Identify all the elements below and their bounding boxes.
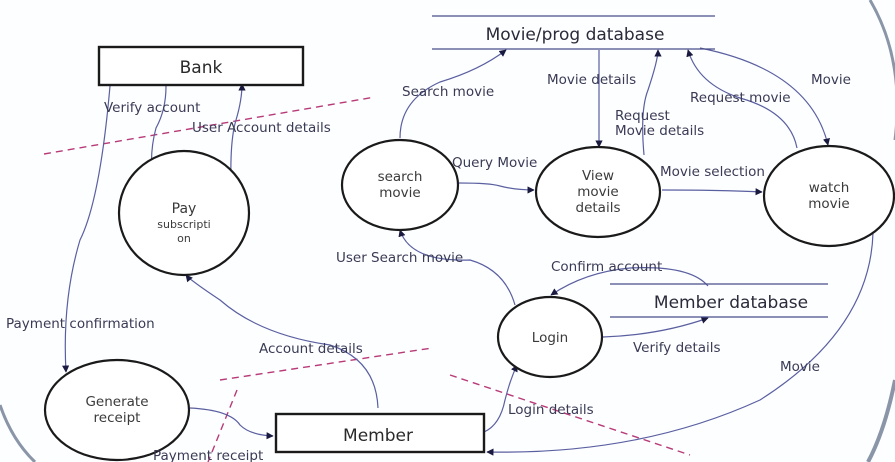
process-view-movie-details-label-line2: movie bbox=[577, 184, 618, 200]
flow-movie-to-watch bbox=[699, 47, 830, 146]
process-view-movie-details-label-line1: View bbox=[582, 168, 614, 184]
entity-member-label: Member bbox=[343, 426, 413, 446]
label-request-movie-details-line2: Movie details bbox=[615, 123, 704, 139]
flow-login-details bbox=[483, 364, 518, 433]
process-generate-receipt: Generate receipt bbox=[43, 358, 191, 462]
process-pay-subscription: Pay subscripti on bbox=[117, 149, 251, 277]
label-login-details: Login details bbox=[508, 402, 594, 418]
flow-verify-details bbox=[602, 316, 709, 338]
store-movie-db-label: Movie/prog database bbox=[486, 25, 665, 45]
boundary-line-bottom-right bbox=[449, 374, 691, 456]
process-watch-movie-label-line2: movie bbox=[808, 196, 849, 212]
label-query-movie: Query Movie bbox=[452, 155, 537, 171]
frame-arc-bottom-right bbox=[866, 379, 895, 462]
label-movie-details: Movie details bbox=[547, 72, 636, 88]
process-search-movie-label-line1: search bbox=[378, 169, 423, 185]
process-login-label: Login bbox=[532, 330, 568, 346]
boundary-line-top-left bbox=[43, 96, 376, 155]
flow-query-movie bbox=[458, 182, 535, 194]
process-watch-movie-label-line1: watch bbox=[809, 180, 850, 196]
label-verify-details: Verify details bbox=[633, 340, 721, 356]
label-movie-to-member: Movie bbox=[780, 359, 820, 375]
frame-arc-top-right bbox=[868, 0, 895, 140]
entity-bank-label: Bank bbox=[180, 58, 223, 78]
label-movie-selection: Movie selection bbox=[660, 164, 765, 180]
boundary-line-bottom-left bbox=[207, 389, 238, 462]
process-pay-subscription-label-line2: subscripti bbox=[157, 218, 210, 231]
label-movie-to-watch: Movie bbox=[811, 72, 851, 88]
process-generate-receipt-label-line1: Generate bbox=[85, 394, 148, 410]
label-request-movie: Request movie bbox=[690, 90, 791, 106]
flow-request-movie bbox=[686, 49, 798, 149]
process-view-movie-details: View movie details bbox=[534, 145, 662, 239]
process-generate-receipt-label-line2: receipt bbox=[94, 410, 141, 426]
flow-account-details bbox=[185, 274, 379, 409]
process-search-movie: search movie bbox=[340, 138, 460, 232]
label-user-search-movie: User Search movie bbox=[336, 250, 463, 266]
flow-request-movie-details bbox=[642, 49, 662, 156]
flow-search-movie bbox=[399, 49, 507, 139]
store-member-db-label: Member database bbox=[654, 293, 808, 313]
flow-movie-selection bbox=[661, 188, 763, 196]
entity-bank bbox=[97, 45, 305, 87]
flow-user-account-details bbox=[230, 83, 246, 183]
label-request-movie-details-line1: Request bbox=[615, 108, 670, 124]
flow-movie-to-member bbox=[486, 232, 874, 456]
process-search-movie-label-line2: movie bbox=[379, 185, 420, 201]
label-confirm-account: Confirm account bbox=[551, 259, 662, 275]
process-view-movie-details-label-line3: details bbox=[576, 200, 621, 216]
label-verify-account: Verify account bbox=[104, 100, 200, 116]
flow-payment-receipt bbox=[189, 407, 274, 440]
flow-user-search-movie bbox=[398, 229, 516, 306]
process-pay-subscription-label-line3: on bbox=[177, 232, 191, 245]
process-watch-movie: watch movie bbox=[762, 144, 895, 248]
frame-arc-bottom-left bbox=[0, 404, 37, 462]
entity-member bbox=[274, 412, 486, 454]
label-payment-confirmation: Payment confirmation bbox=[6, 316, 155, 332]
flow-confirm-account bbox=[550, 267, 709, 296]
label-user-account-details: User Account details bbox=[192, 120, 331, 136]
process-login: Login bbox=[496, 295, 604, 379]
label-payment-receipt: Payment receipt bbox=[153, 448, 263, 462]
label-account-details: Account details bbox=[259, 341, 363, 357]
process-pay-subscription-label-line1: Pay bbox=[172, 201, 197, 217]
label-search-movie: Search movie bbox=[402, 84, 494, 100]
flow-payment-confirmation bbox=[62, 85, 111, 373]
